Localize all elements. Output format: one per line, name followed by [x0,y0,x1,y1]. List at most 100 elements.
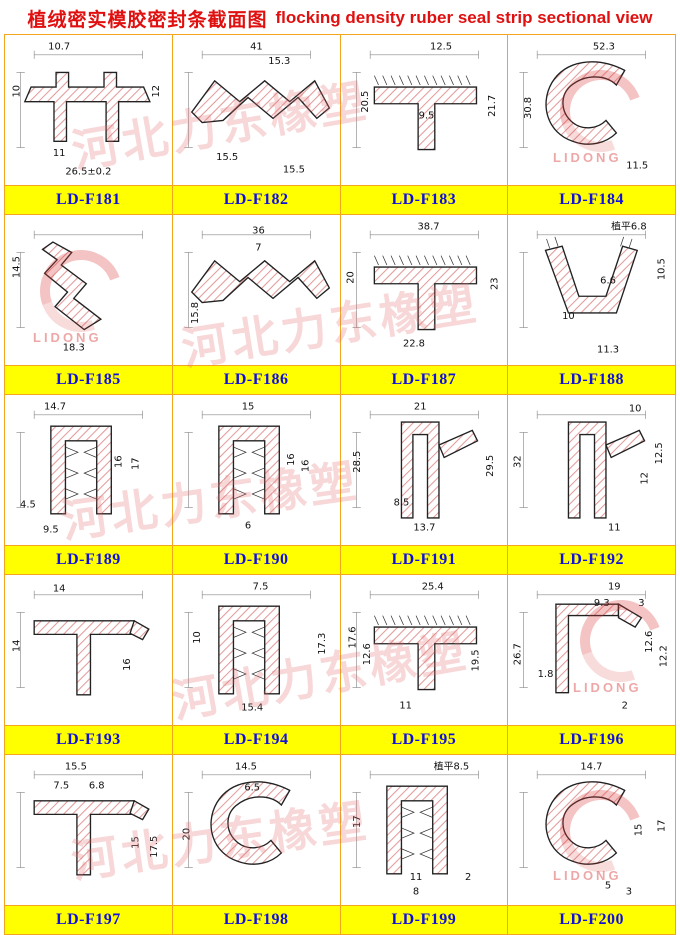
dimension-label: 4.5 [20,500,36,511]
dimension-label: 15 [130,836,141,849]
profile-drawing-LD-F186: 36 7 15.8 [172,215,341,366]
dimension-label: 7 [255,242,261,253]
seal-cross-section-drawing: 36 7 15.8 [183,226,330,328]
dimension-label: 12 [640,472,651,485]
seal-cross-section-drawing: 38.7 20 23 22.8 [345,222,500,350]
dimension-label: 6 [245,520,251,531]
dimension-label: 15 [241,402,254,413]
dimension-label: 10 [629,404,642,415]
page-title-chinese: 植绒密实模胶密封条截面图 [27,9,268,31]
dimension-label: 15.5 [65,762,87,773]
dimension-label: 17 [130,457,141,470]
dimension-label: 7.5 [252,582,268,593]
dimension-label: 15.5 [216,152,238,163]
dimension-label: 16 [114,455,125,468]
dimension-label: 10.5 [657,258,668,280]
dimension-label: 11.5 [626,160,648,171]
dimension-label: 14 [53,584,66,595]
seal-cross-section-drawing: 14.5 6.5 20 [181,762,311,868]
dimension-label: 7.5 [53,780,69,791]
dimension-label: 20 [345,271,356,284]
dimension-label: 3 [626,887,632,898]
product-code-LD-F191: LD-F191 [340,546,509,575]
dimension-label: 41 [250,42,263,53]
dimension-label: 2 [464,872,470,883]
dimension-label: 14.5 [12,256,23,278]
dimension-label: 12.5 [654,442,665,464]
dimension-label: 36 [252,226,265,237]
dimension-label: 8 [412,887,418,898]
dimension-label: 10 [12,85,23,98]
dimension-label: 38.7 [417,222,439,233]
product-code-LD-F196: LD-F196 [508,726,676,755]
product-code-LD-F198: LD-F198 [172,906,341,935]
dimension-label: 21.7 [487,95,498,117]
dimension-label: 14.7 [44,402,66,413]
dimension-label: 10 [192,631,203,644]
dimension-label: 14.7 [581,762,603,773]
dimension-label: 23 [489,277,500,290]
dimension-label: 14.5 [235,762,257,773]
page-title: 植绒密实模胶密封条截面图 flocking density ruber seal… [0,0,680,34]
dimension-label: 19.5 [470,649,481,671]
product-code-LD-F181: LD-F181 [5,186,173,215]
dimension-label: 22.8 [402,338,424,349]
product-code-LD-F187: LD-F187 [340,366,509,395]
dimension-label: 32 [513,455,524,468]
dimension-label: 26.5±0.2 [65,167,111,178]
seal-cross-section-drawing: 10 32 12.512 11 [513,404,666,534]
dimension-label: 13.7 [413,522,435,533]
product-code-LD-F192: LD-F192 [508,546,676,575]
product-code-LD-F195: LD-F195 [340,726,509,755]
dimension-label: 16 [300,460,311,473]
dimension-label: 12.6 [362,643,373,665]
product-code-LD-F183: LD-F183 [340,186,509,215]
product-code-LD-F193: LD-F193 [5,726,173,755]
dimension-label: 1.8 [538,669,554,680]
product-code-LD-F194: LD-F194 [172,726,341,755]
dimension-label: 11 [608,522,621,533]
dimension-label: 19 [608,582,621,593]
dimension-label: 5 [605,880,611,891]
product-code-LD-F186: LD-F186 [172,366,341,395]
profile-drawing-LD-F198: 14.5 6.5 20 [172,755,341,906]
dimension-label: 15.8 [190,302,201,324]
product-code-LD-F185: LD-F185 [5,366,173,395]
dimension-label: 11.3 [597,345,619,356]
dimension-label: 12 [151,85,162,98]
dimension-label: 8.5 [393,497,409,508]
dimension-label: 6.6 [600,276,616,287]
dimension-label: 20.5 [360,91,371,113]
dimension-label: 11 [409,872,422,883]
dimension-label: 9.3 [594,598,610,609]
dimension-label: 28.5 [351,451,362,473]
seal-cross-section-drawing: 14.518.3 [12,230,143,353]
product-code-LD-F189: LD-F189 [5,546,173,575]
dimension-label: 20 [181,828,192,841]
dimension-label: 植平8.5 [433,760,469,773]
dimension-label: 11 [53,148,66,159]
dimension-label: 6.8 [89,780,105,791]
dimension-label: 6.5 [244,782,260,793]
dimension-label: 30.8 [523,97,534,119]
dimension-label: 12.6 [644,631,655,653]
dimension-label: 16 [286,453,297,466]
